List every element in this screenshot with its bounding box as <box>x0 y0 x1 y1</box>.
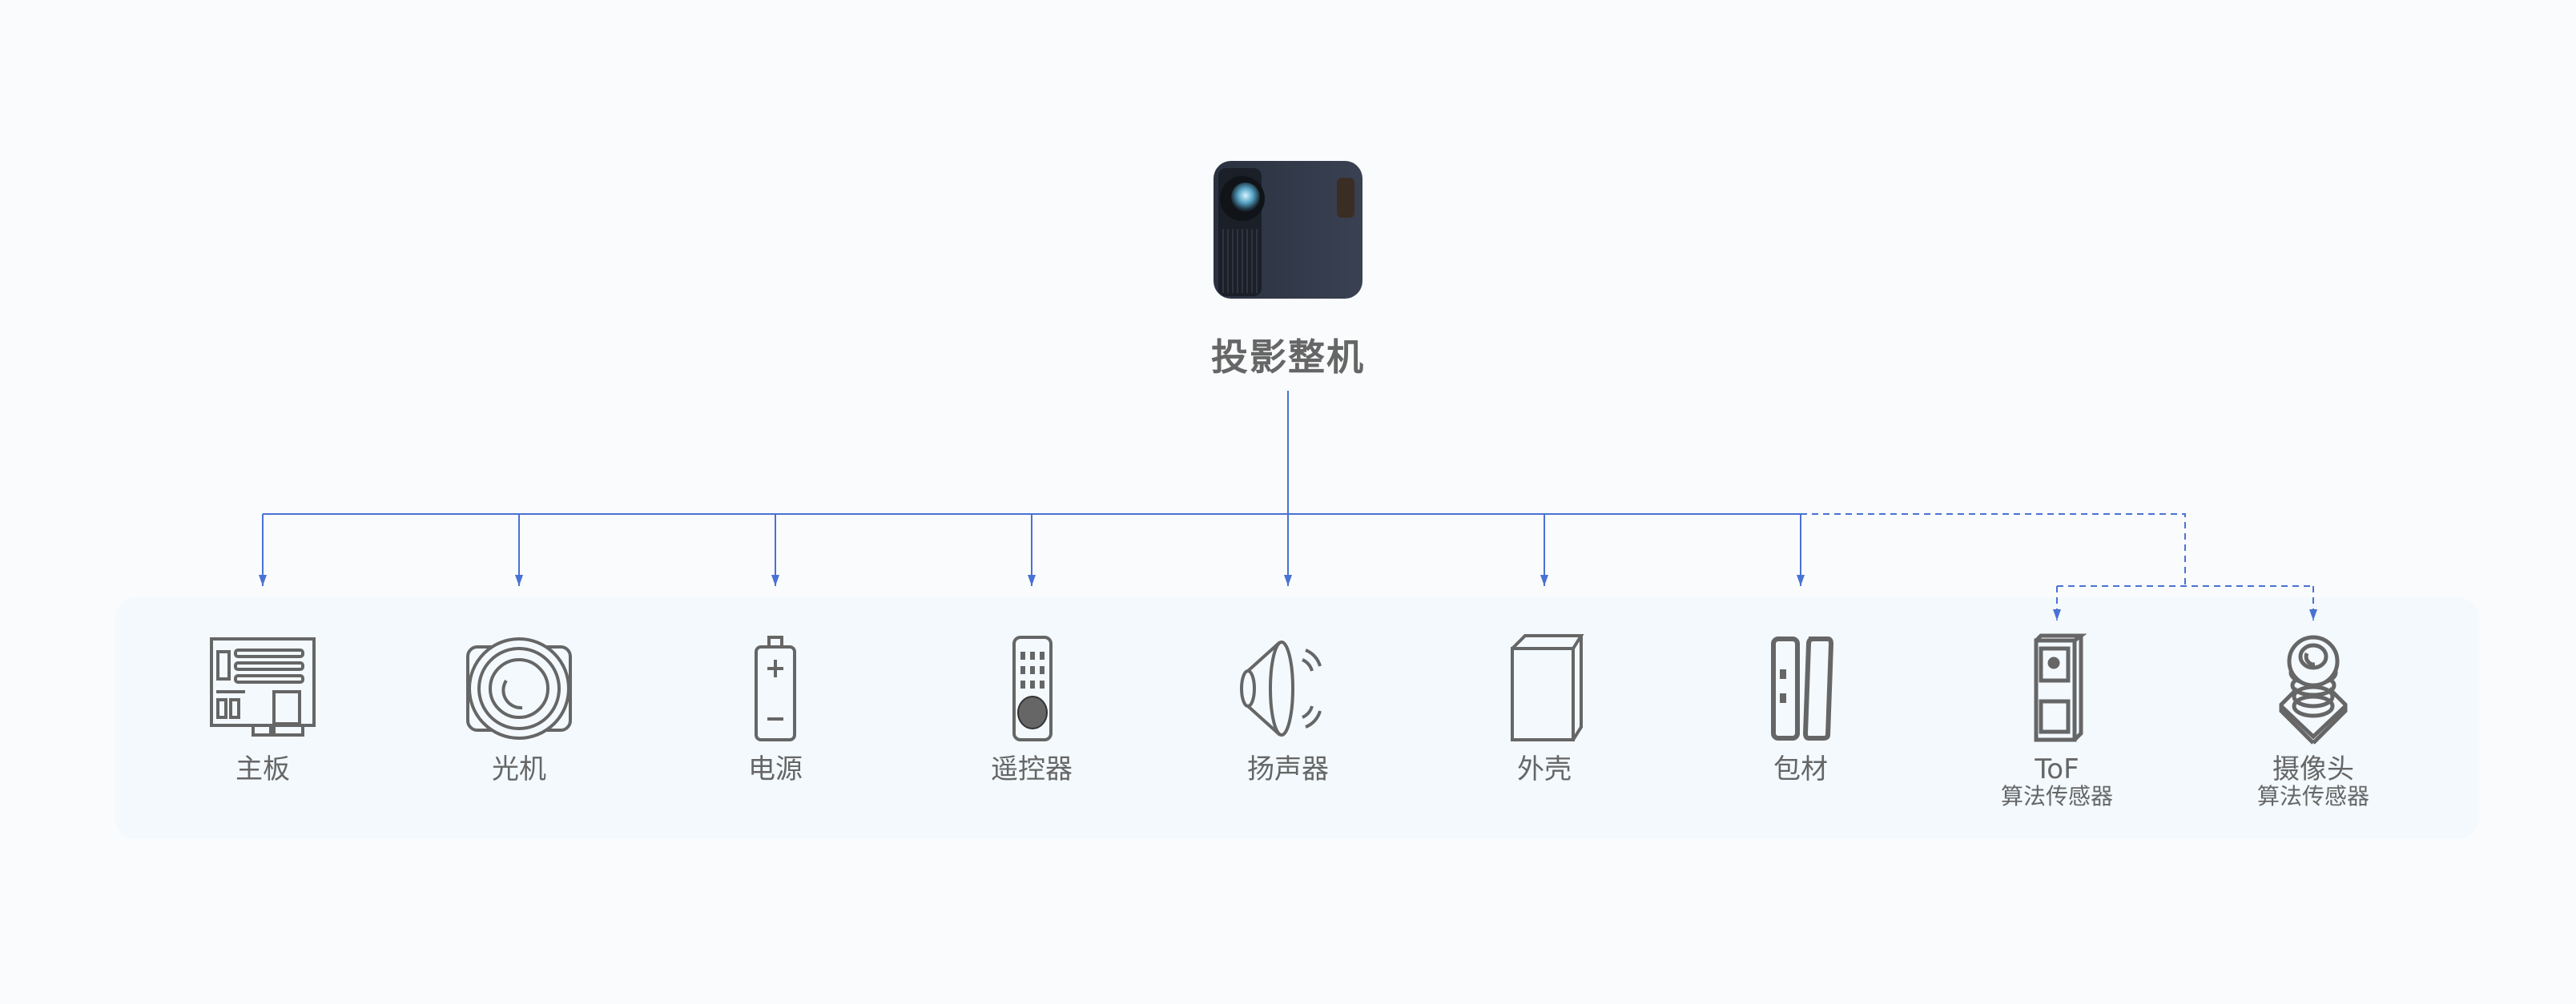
component-label: ToF <box>2035 753 2079 785</box>
component-label: 遥控器 <box>991 753 1073 785</box>
component-remote: 遥控器 <box>912 633 1152 785</box>
speaker-icon <box>1240 641 1322 737</box>
component-packaging: 包材 <box>1680 633 1921 785</box>
component-sublabel: 算法传感器 <box>2256 783 2369 809</box>
component-camera: 摄像头 算法传感器 <box>2193 633 2433 809</box>
component-speaker: 扬声器 <box>1168 633 1408 785</box>
component-tof-sensor: ToF 算法传感器 <box>1937 633 2177 809</box>
packaging-icon <box>1771 637 1834 741</box>
enclosure-box-icon <box>1511 634 1584 741</box>
component-label: 外壳 <box>1517 753 1572 785</box>
component-label: 电源 <box>748 753 803 785</box>
root-title: 投影整机 <box>1211 335 1365 379</box>
remote-control-icon <box>1012 636 1053 741</box>
component-label: 摄像头 <box>2272 753 2354 785</box>
projector-image <box>1214 157 1362 303</box>
component-sublabel: 算法传感器 <box>2000 783 2113 809</box>
component-label: 主板 <box>235 753 290 785</box>
battery-icon <box>755 636 796 741</box>
dashed-sensor-connectors <box>1801 513 2317 620</box>
tof-sensor-icon <box>2034 633 2087 742</box>
optical-engine-icon <box>466 637 572 740</box>
component-mainboard: 主板 <box>143 633 383 785</box>
component-label: 包材 <box>1773 753 1828 785</box>
component-optical-engine: 光机 <box>399 633 639 785</box>
component-label: 扬声器 <box>1247 753 1329 785</box>
component-enclosure: 外壳 <box>1424 633 1664 785</box>
circuit-board-icon <box>210 637 316 737</box>
component-power: 电源 <box>655 633 896 785</box>
component-label: 光机 <box>492 753 546 785</box>
camera-lens-icon <box>2279 635 2348 745</box>
